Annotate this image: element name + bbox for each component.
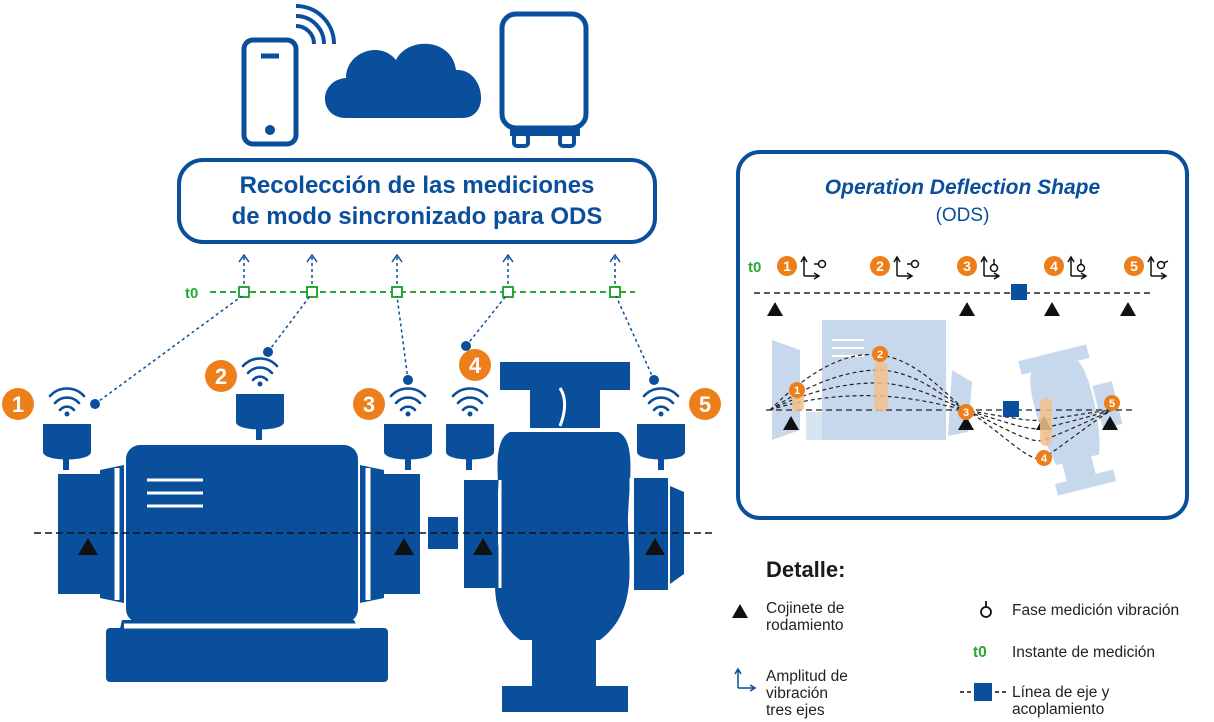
pump-outline — [498, 387, 633, 590]
ods-point-5: 5 — [1109, 398, 1115, 410]
phase-icon — [980, 601, 992, 618]
sensor-badge-1: 1 — [12, 392, 24, 417]
axes-icon — [800, 255, 1169, 280]
sensor-badge-5: 5 — [699, 392, 711, 417]
legend-amplitude-label: Amplitud de vibración tres ejes — [766, 668, 848, 719]
legend-shaft-line1: Línea de eje y — [1012, 684, 1110, 701]
ods-top-badge-2: 2 — [876, 258, 884, 274]
gateway-icon — [499, 11, 589, 148]
legend-amplitude-line2: vibración — [766, 685, 829, 702]
sensor-connectors — [94, 295, 655, 405]
legend-shaft-icon — [960, 683, 1008, 701]
upload-arrows — [238, 253, 621, 290]
legend-amplitude-line3: tres ejes — [766, 702, 825, 719]
sync-title-line1: Recolección de las mediciones — [239, 172, 595, 199]
ods-point-badges — [789, 346, 1120, 466]
cloud-icon — [325, 43, 482, 118]
legend-bearing-line2: rodamiento — [766, 617, 844, 634]
sync-title-line2: de modo sincronizado para ODS — [231, 203, 603, 230]
legend-amplitude-line1: Amplitud de — [766, 668, 848, 685]
legend-shaft-line2: acoplamiento — [1012, 701, 1105, 718]
bearing-icon — [78, 538, 665, 555]
motor-vent-lines — [147, 478, 203, 508]
ods-bearing-icons — [767, 302, 1136, 430]
ods-panel — [736, 150, 1189, 520]
sensor-badge-3: 3 — [363, 392, 375, 417]
ods-coupling-mid — [1003, 401, 1019, 417]
ods-top-badge-1: 1 — [783, 258, 791, 274]
ods-point-3: 3 — [963, 407, 969, 419]
smartphone-icon — [241, 37, 299, 147]
ods-subtitle: (ODS) — [935, 205, 990, 226]
sensor-icon — [43, 357, 685, 470]
pump — [464, 362, 684, 712]
legend-axes-icon — [734, 667, 757, 692]
sync-measurements-box: Recolección de las mediciones de modo si… — [177, 158, 657, 244]
legend-title: Detalle: — [766, 557, 846, 582]
ods-point-1: 1 — [794, 385, 800, 397]
sensor-badge-2: 2 — [215, 364, 227, 389]
timeline — [210, 286, 635, 298]
legend-shaft-label: Línea de eje y acoplamiento — [1012, 684, 1109, 718]
connector-dots — [90, 341, 659, 409]
ods-point-2: 2 — [877, 349, 883, 361]
ods-top-badges — [777, 256, 1144, 276]
ods-title: Operation Deflection Shape — [824, 176, 1101, 199]
legend-bearing-line1: Cojinete de — [766, 600, 845, 617]
motor-outline — [114, 468, 371, 629]
legend-t0-symbol: t0 — [973, 644, 987, 661]
ods-coupling-top — [1011, 284, 1027, 300]
ods-point-4: 4 — [1041, 453, 1048, 465]
wifi-icon — [295, 4, 336, 45]
timeline-label: t0 — [185, 285, 198, 302]
ods-top-badge-4: 4 — [1050, 258, 1058, 274]
sensor-badges — [2, 349, 721, 420]
ods-top-badge-5: 5 — [1130, 258, 1138, 274]
legend-t0-label: Instante de medición — [1012, 644, 1156, 661]
legend-bearing-label: Cojinete de rodamiento — [766, 600, 844, 634]
legend-bearing-icon — [732, 604, 748, 618]
ods-top-badge-3: 3 — [963, 258, 971, 274]
sensor-badge-4: 4 — [469, 353, 482, 378]
legend-phase-label: Fase medición vibración — [1012, 602, 1180, 619]
ods-t0-label: t0 — [748, 259, 761, 276]
